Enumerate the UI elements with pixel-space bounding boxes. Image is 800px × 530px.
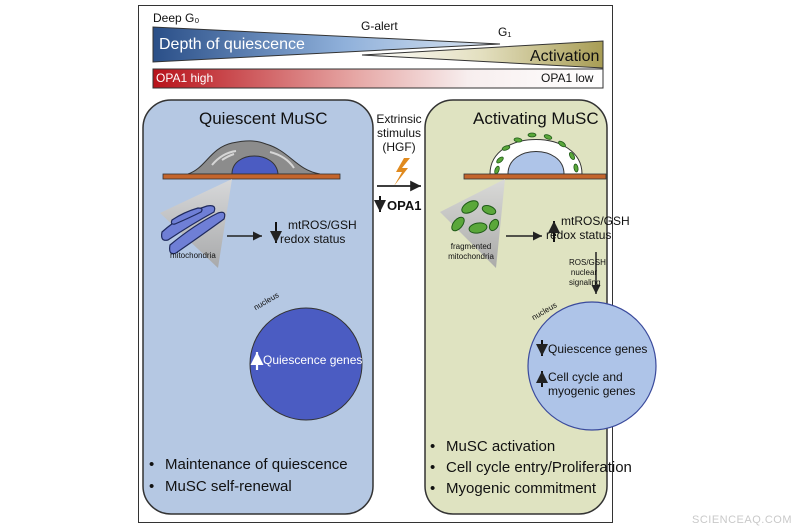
right-bullet-1: MuSC activation [428,436,632,457]
right-bullet-3: Myogenic commitment [428,478,632,499]
mitochondria-zoom-cone [160,179,232,268]
signaling-line-2: nuclear [570,268,598,277]
left-bullet-1: Maintenance of quiescence [147,454,348,476]
signaling-line-1: ROS/GSH [569,258,606,267]
opa1-label: OPA1 [387,198,422,213]
fragmented-mitochondria [451,200,500,234]
redox-status-right-2: redox status [546,228,612,242]
redox-status-left-1: mtROS/GSH [288,218,357,232]
activation-label: Activation [530,48,600,65]
stimulus-line-1: Extrinsic [376,112,422,126]
g1-label: G₁ [498,25,512,39]
depth-of-quiescence-label: Depth of quiescence [159,36,305,53]
left-bullet-2: MuSC self-renewal [147,476,348,498]
opa1-high-label: OPA1 high [156,71,214,85]
fragmented-line-1: fragmented [450,242,492,251]
right-bullet-list: MuSC activation Cell cycle entry/Prolife… [428,436,632,499]
stimulus-line-3: (HGF) [382,140,416,154]
mitochondria-label: mitochondria [170,251,216,260]
activation-triangle [361,40,604,69]
activating-cell-illustration [463,132,607,180]
quiescent-nucleus [249,307,363,421]
redox-status-right-1: mtROS/GSH [561,214,630,228]
fragmented-line-2: mitochondria [448,252,494,261]
cell-cycle-line-2: myogenic genes [548,384,636,398]
opa1-gradient-bar [152,68,604,89]
stimulus-label: Extrinsic stimulus (HGF) [372,112,426,154]
redox-status-left-2: redox status [280,232,346,246]
deep-g0-label: Deep G₀ [153,11,200,25]
fragmented-mitochondria-zoom-cone [440,179,505,268]
activating-musc-title: Activating MuSC [473,109,599,128]
left-bullet-list: Maintenance of quiescence MuSC self-rene… [147,454,348,498]
quiescence-genes-left: Quiescence genes [263,353,363,367]
cell-cycle-line-1: Cell cycle and [548,370,623,384]
fragmented-mitochondria-label: fragmented mitochondria [446,242,496,262]
watermark: SCIENCEAQ.COM [691,514,792,526]
g-alert-label: G-alert [361,19,398,33]
stimulus-line-2: stimulus [376,126,421,140]
lightning-icon [394,158,410,186]
depth-of-quiescence-triangle [152,26,501,63]
signaling-line-3: signaling [569,278,601,287]
cell-cycle-genes-label: Cell cycle and myogenic genes [548,370,635,398]
quiescence-genes-right: Quiescence genes [548,342,648,356]
signaling-label: ROS/GSH nuclear signaling [569,258,606,288]
right-bullet-2: Cell cycle entry/Proliferation [428,457,632,478]
quiescent-cell-illustration [162,140,341,180]
quiescent-musc-title: Quiescent MuSC [199,109,328,128]
opa1-low-label: OPA1 low [541,71,594,85]
elongated-mitochondria [161,205,226,255]
activating-nucleus [527,301,657,431]
